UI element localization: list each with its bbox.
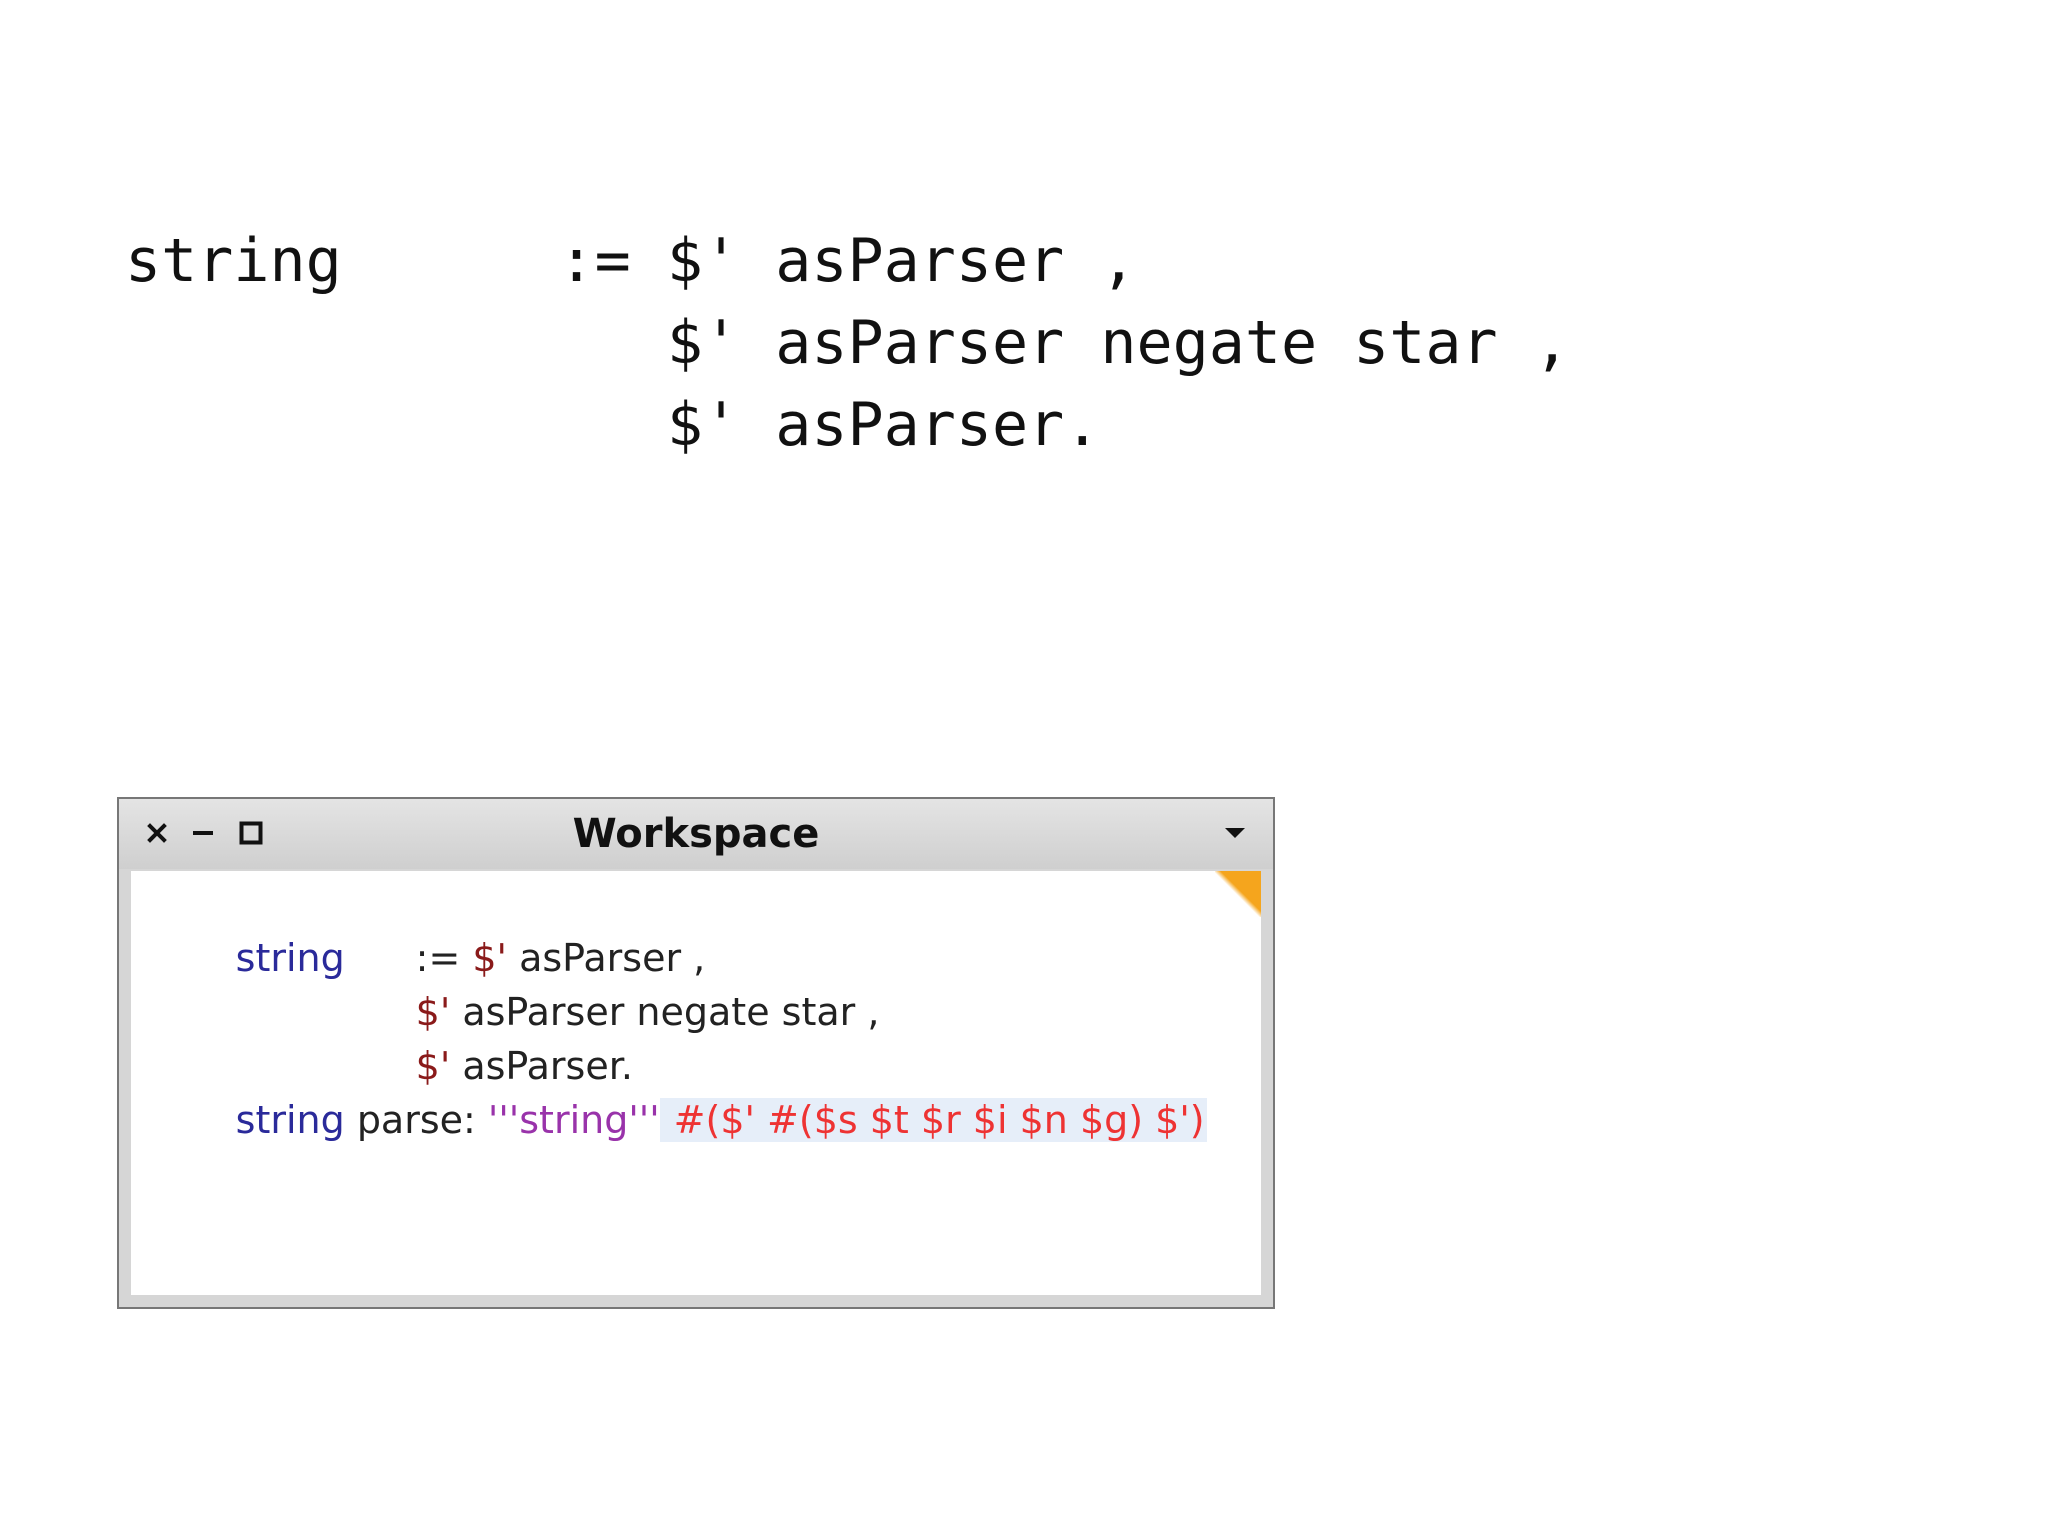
code-character-literal: $' — [415, 990, 451, 1034]
slide-code-line: $' asParser negate star , — [125, 308, 1570, 378]
minimize-button[interactable] — [183, 813, 223, 853]
code-text: asParser , — [507, 936, 706, 980]
window-menu-button[interactable] — [1215, 813, 1255, 853]
code-line: string := $' asParser , — [139, 877, 1207, 980]
workspace-title-bar[interactable]: Workspace — [119, 799, 1273, 869]
window-title: Workspace — [572, 811, 820, 857]
eval-line: string parse: '''string'''#($' #($s $t $… — [139, 1039, 1207, 1142]
slide-code-line: string := $' asParser , — [125, 226, 1137, 296]
workspace-window[interactable]: Workspace string := $' asParser , $' asPa… — [117, 797, 1275, 1309]
code-text: asParser. — [450, 1044, 633, 1088]
workspace-code: string := $' asParser , $' asParser negat… — [139, 877, 1207, 1142]
modified-corner-flag — [1215, 871, 1261, 917]
code-identifier: string — [235, 936, 345, 980]
code-line: $' asParser. — [139, 985, 1207, 1088]
code-selector: parse: — [344, 1098, 488, 1142]
slide-code-line: $' asParser. — [125, 390, 1101, 460]
code-string-literal: '''string''' — [487, 1098, 660, 1142]
print-it-result[interactable]: #($' #($s $t $r $i $n $g) $') — [659, 1098, 1207, 1142]
chevron-down-icon — [1225, 828, 1245, 838]
minimize-icon — [193, 831, 213, 835]
slide-code-listing: string := $' asParser , $' asParser nega… — [125, 220, 1570, 466]
code-line: $' asParser negate star , — [139, 931, 1207, 1034]
close-icon — [147, 823, 167, 843]
code-identifier: string — [235, 1098, 345, 1142]
code-character-literal: $' — [415, 1044, 451, 1088]
close-button[interactable] — [137, 813, 177, 853]
workspace-text-area[interactable]: string := $' asParser , $' asParser negat… — [131, 871, 1261, 1295]
code-assignment: := — [415, 936, 473, 980]
maximize-icon — [239, 821, 263, 845]
maximize-button[interactable] — [231, 813, 271, 853]
code-character-literal: $' — [472, 936, 507, 980]
code-text: asParser negate star , — [450, 990, 880, 1034]
